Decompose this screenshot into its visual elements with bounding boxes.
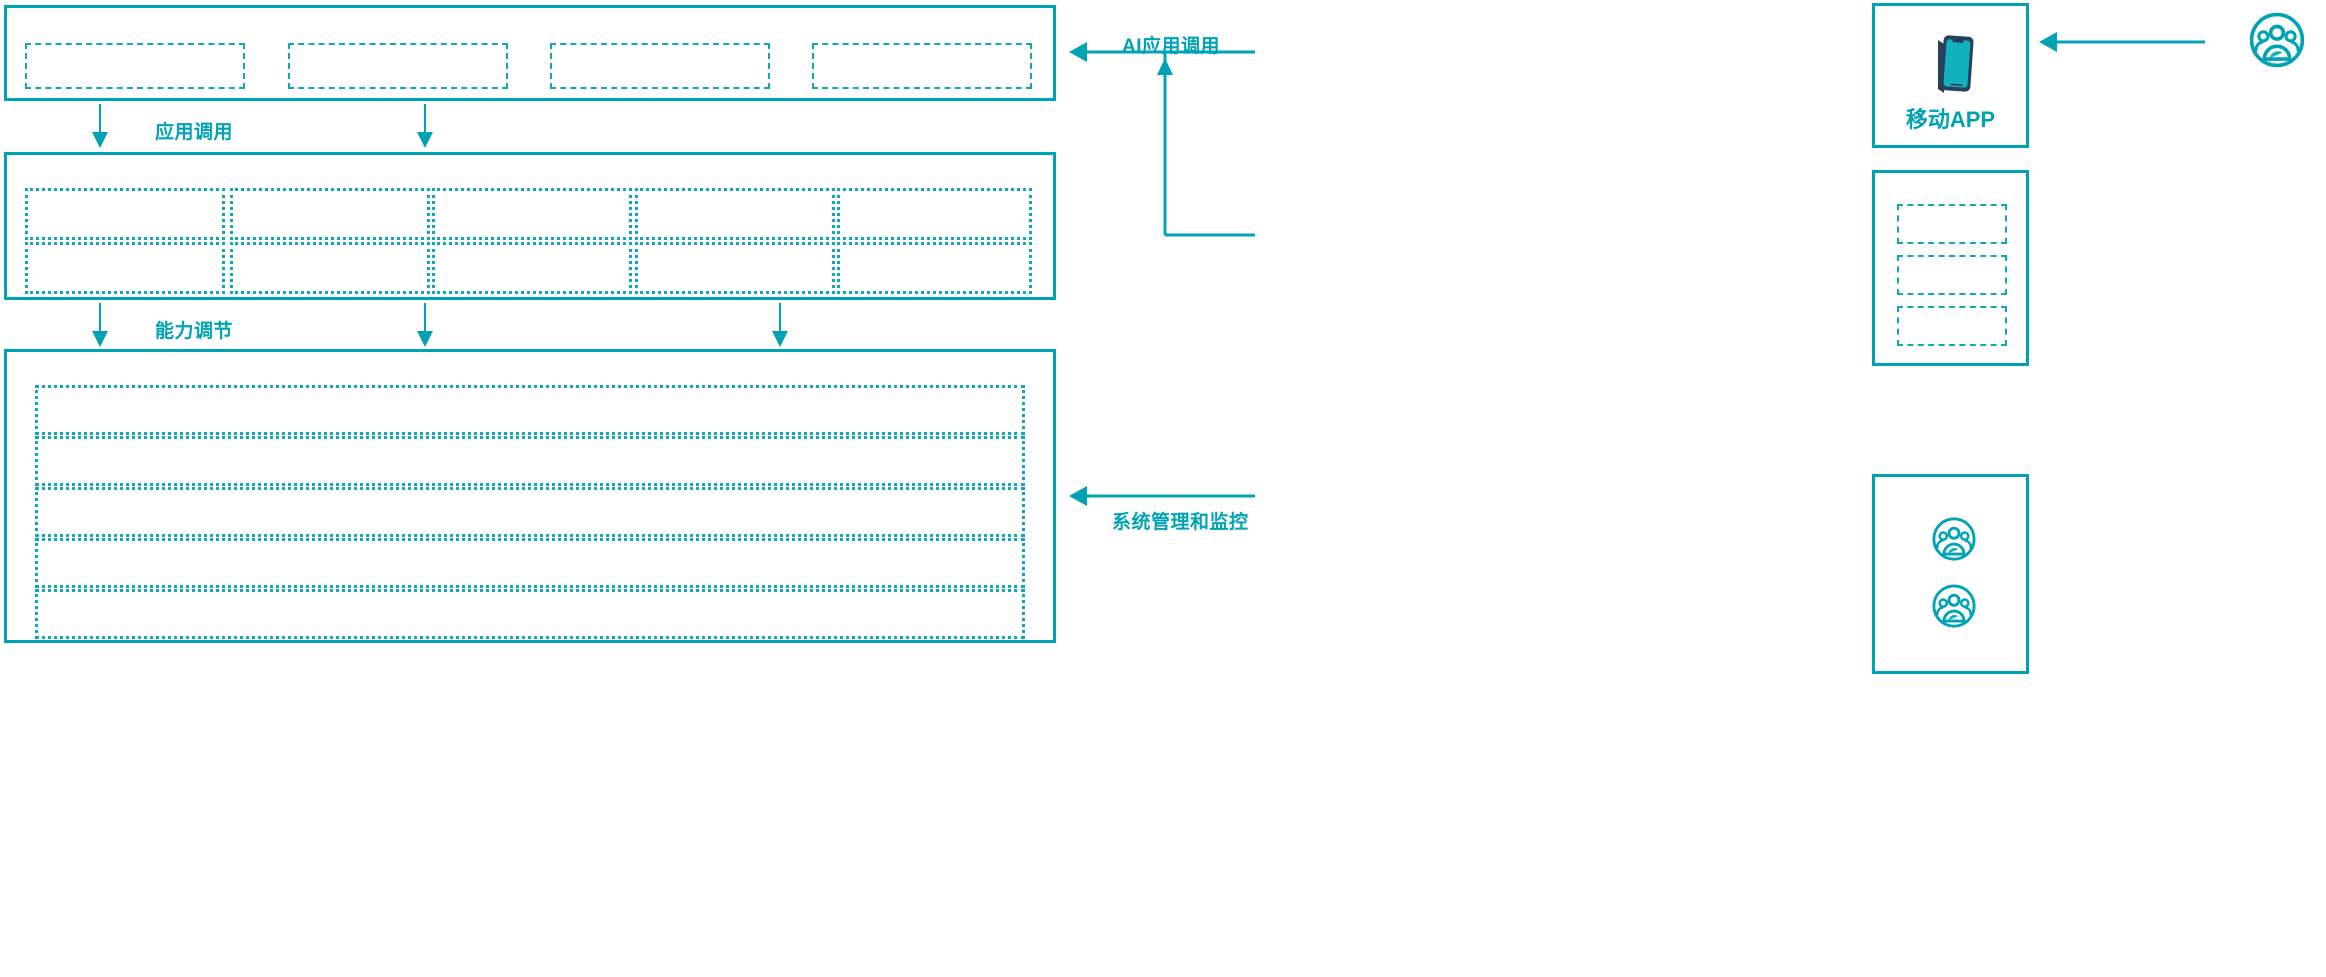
infra-row-3[interactable] (35, 487, 1025, 537)
flow-capability-tune-arrow-3 (772, 303, 788, 347)
app-slot-1[interactable] (25, 43, 245, 89)
mobile-app-panel: 移动APP (1872, 3, 2029, 148)
infra-row-2[interactable] (35, 436, 1025, 486)
flow-app-call-arrow-right (417, 104, 433, 148)
end-user-actor (2248, 11, 2306, 69)
cap-slot-1-5[interactable] (837, 188, 1032, 240)
smartphone-icon (1930, 28, 1980, 96)
cap-slot-1-1[interactable] (25, 188, 225, 240)
cap-slot-2-4[interactable] (635, 242, 835, 294)
capability-layer (4, 152, 1056, 300)
stack-slot-3[interactable] (1897, 306, 2007, 346)
app-slot-3[interactable] (550, 43, 770, 89)
flow-app-call-arrow-left (92, 104, 108, 148)
operations-panel (1872, 474, 2029, 674)
middle-stack-panel (1872, 170, 2029, 366)
app-slot-4[interactable] (812, 43, 1032, 89)
cap-slot-1-2[interactable] (230, 188, 430, 240)
stack-slot-2[interactable] (1897, 255, 2007, 295)
infra-row-5[interactable] (35, 589, 1025, 639)
mobile-app-panel-label: 移动APP (1905, 107, 1996, 132)
flow-app-call-label: 应用调用 (155, 122, 234, 143)
end-user-to-mobile-arrow (2039, 32, 2205, 52)
flow-capability-tune-label: 能力调节 (155, 321, 234, 342)
application-layer (4, 5, 1056, 101)
flow-sys-monitor-label: 系统管理和监控 (1112, 512, 1249, 533)
cap-slot-2-2[interactable] (230, 242, 430, 294)
infra-row-4[interactable] (35, 538, 1025, 588)
flow-ai-app-call-arrow (1069, 42, 1255, 237)
cap-slot-1-4[interactable] (635, 188, 835, 240)
app-slot-2[interactable] (288, 43, 508, 89)
cap-slot-1-3[interactable] (432, 188, 632, 240)
cap-slot-2-3[interactable] (432, 242, 632, 294)
cap-slot-2-1[interactable] (25, 242, 225, 294)
flow-ai-app-call-label: AI应用调用 (1122, 36, 1221, 57)
infra-row-1[interactable] (35, 385, 1025, 435)
users-circle-icon (1931, 516, 1977, 562)
flow-capability-tune-arrow-2 (417, 303, 433, 347)
stack-slot-1[interactable] (1897, 204, 2007, 244)
cap-slot-2-5[interactable] (837, 242, 1032, 294)
infrastructure-layer (4, 349, 1056, 643)
flow-capability-tune-arrow-1 (92, 303, 108, 347)
users-circle-icon (1931, 583, 1977, 629)
